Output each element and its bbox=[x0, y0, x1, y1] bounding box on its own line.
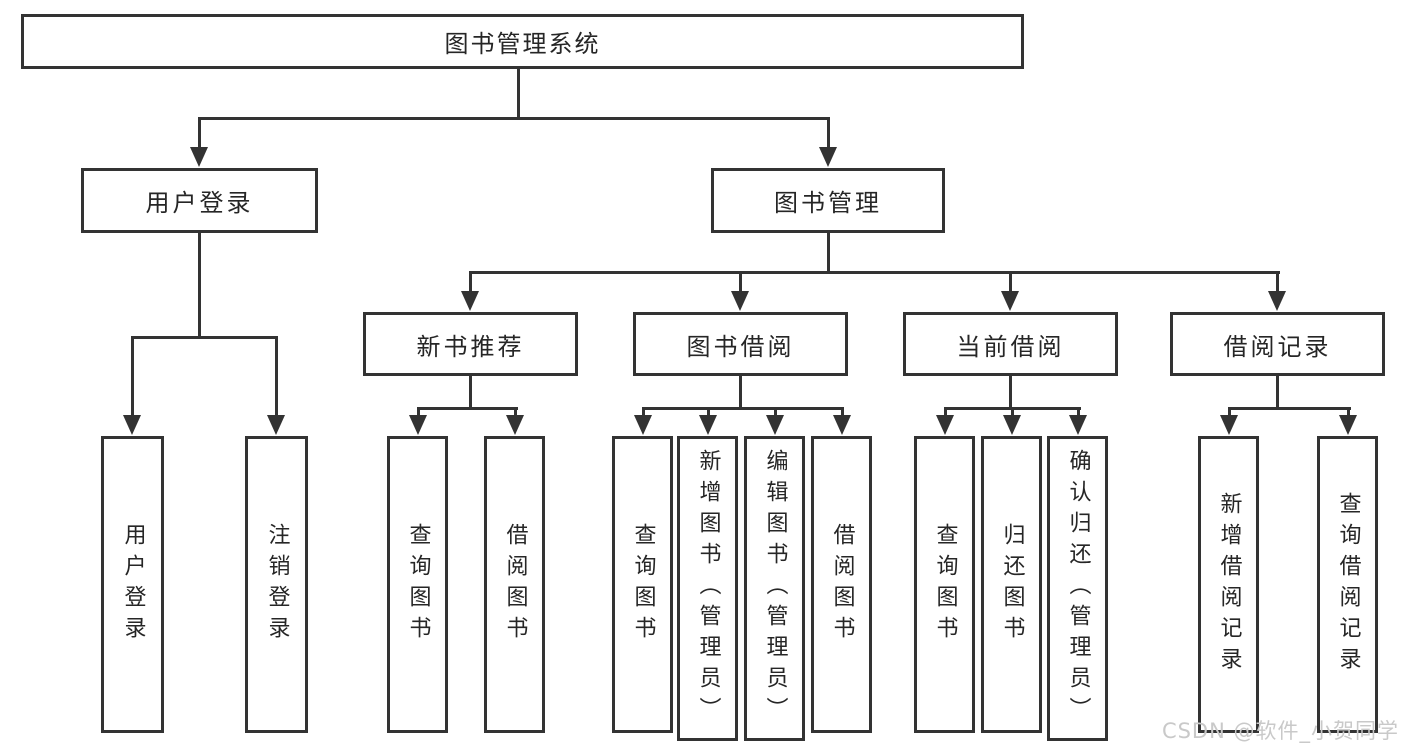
leaf-borrow-add-books-admin: 新增图书（管理员） bbox=[677, 436, 738, 741]
csdn-watermark: CSDN @软件_小贺同学 bbox=[1161, 719, 1399, 743]
leaf-label: 查询图书 bbox=[932, 522, 958, 647]
node-new-book-recommend: 新书推荐 bbox=[363, 312, 578, 376]
arrow-down-icon bbox=[1003, 415, 1021, 435]
node-book-borrowing: 图书借阅 bbox=[633, 312, 848, 376]
arrow-down-icon bbox=[766, 415, 784, 435]
connector-drop-leaf bbox=[841, 407, 844, 421]
leaf-label: 新增借阅记录 bbox=[1216, 491, 1242, 678]
leaf-borrow-borrow-books: 借阅图书 bbox=[811, 436, 872, 733]
connector-records-stem bbox=[1276, 375, 1279, 410]
leaf-current-query-books: 查询图书 bbox=[914, 436, 975, 733]
connector-borrow-stem bbox=[739, 375, 742, 410]
arrow-down-icon bbox=[1001, 291, 1019, 311]
leaf-records-add-record: 新增借阅记录 bbox=[1198, 436, 1259, 733]
leaf-user-login: 用户登录 bbox=[101, 436, 164, 733]
connector-newbook-bus bbox=[417, 407, 518, 410]
leaf-borrow-edit-books-admin: 编辑图书（管理员） bbox=[744, 436, 805, 741]
arrow-down-icon bbox=[267, 415, 285, 435]
leaf-label: 确认归还（管理员） bbox=[1065, 449, 1091, 728]
node-user-login: 用户登录 bbox=[81, 168, 318, 233]
connector-user-bus bbox=[131, 336, 278, 339]
node-borrow-records: 借阅记录 bbox=[1170, 312, 1385, 376]
connector-drop-book-mgmt bbox=[827, 117, 830, 152]
connector-drop-leaf bbox=[1347, 407, 1350, 421]
leaf-label: 借阅图书 bbox=[502, 522, 528, 647]
arrow-down-icon bbox=[409, 415, 427, 435]
connector-drop-user-login bbox=[198, 117, 201, 152]
connector-drop-l3 bbox=[469, 271, 472, 297]
connector-drop-l3 bbox=[1009, 271, 1012, 297]
connector-borrow-bus bbox=[642, 407, 843, 410]
arrow-down-icon bbox=[1220, 415, 1238, 435]
leaf-label: 查询借阅记录 bbox=[1335, 491, 1361, 678]
arrow-down-icon bbox=[699, 415, 717, 435]
connector-drop-leaf bbox=[1077, 407, 1080, 421]
leaf-label: 用户登录 bbox=[120, 522, 146, 647]
node-root: 图书管理系统 bbox=[21, 14, 1024, 69]
arrow-down-icon bbox=[1069, 415, 1087, 435]
arrow-down-icon bbox=[1339, 415, 1357, 435]
arrow-down-icon bbox=[461, 291, 479, 311]
arrow-down-icon bbox=[634, 415, 652, 435]
connector-drop-l3 bbox=[739, 271, 742, 297]
leaf-current-return-books: 归还图书 bbox=[981, 436, 1042, 733]
connector-root-stem bbox=[517, 68, 520, 120]
node-label: 新书推荐 bbox=[416, 332, 525, 361]
node-label: 图书借阅 bbox=[686, 332, 795, 361]
leaf-label: 查询图书 bbox=[405, 522, 431, 647]
connector-drop-leaf bbox=[417, 407, 420, 421]
connector-user-stem bbox=[198, 232, 201, 339]
leaf-borrow-query-books: 查询图书 bbox=[612, 436, 673, 733]
arrow-down-icon bbox=[936, 415, 954, 435]
connector-records-bus bbox=[1228, 407, 1351, 410]
arrow-down-icon bbox=[833, 415, 851, 435]
leaf-label: 借阅图书 bbox=[829, 522, 855, 647]
connector-drop-leaf bbox=[707, 407, 710, 421]
leaf-current-confirm-return-admin: 确认归还（管理员） bbox=[1047, 436, 1108, 741]
leaf-newbook-borrow-books: 借阅图书 bbox=[484, 436, 545, 733]
node-label: 用户登录 bbox=[145, 189, 254, 217]
leaf-label: 注销登录 bbox=[264, 522, 290, 647]
connector-drop-leaf bbox=[642, 407, 645, 421]
leaf-label: 编辑图书（管理员） bbox=[762, 449, 788, 728]
leaf-label: 归还图书 bbox=[999, 522, 1025, 647]
connector-drop-l3 bbox=[1276, 271, 1279, 297]
connector-drop-leaf bbox=[131, 336, 134, 421]
arrow-down-icon bbox=[506, 415, 524, 435]
node-label: 当前借阅 bbox=[956, 332, 1065, 361]
connector-drop-leaf bbox=[1011, 407, 1014, 421]
connector-mgmt-stem bbox=[827, 232, 830, 274]
leaf-logout: 注销登录 bbox=[245, 436, 308, 733]
connector-drop-leaf bbox=[1228, 407, 1231, 421]
connector-root-bus bbox=[198, 117, 830, 120]
connector-drop-leaf bbox=[944, 407, 947, 421]
arrow-down-icon bbox=[123, 415, 141, 435]
node-current-borrowing: 当前借阅 bbox=[903, 312, 1118, 376]
connector-drop-leaf bbox=[514, 407, 517, 421]
connector-newbook-stem bbox=[469, 375, 472, 410]
arrow-down-icon bbox=[190, 147, 208, 167]
node-label: 图书管理 bbox=[774, 189, 882, 217]
leaf-label: 查询图书 bbox=[630, 522, 656, 647]
arrow-down-icon bbox=[731, 291, 749, 311]
connector-drop-leaf bbox=[275, 336, 278, 421]
connector-current-stem bbox=[1009, 375, 1012, 410]
arrow-down-icon bbox=[819, 147, 837, 167]
arrow-down-icon bbox=[1268, 291, 1286, 311]
leaf-records-query-record: 查询借阅记录 bbox=[1317, 436, 1378, 733]
node-root-label: 图书管理系统 bbox=[444, 30, 601, 58]
node-book-management: 图书管理 bbox=[711, 168, 945, 233]
leaf-label: 新增图书（管理员） bbox=[695, 449, 721, 728]
node-label: 借阅记录 bbox=[1223, 332, 1332, 361]
connector-mgmt-bus bbox=[469, 271, 1280, 274]
leaf-newbook-query-books: 查询图书 bbox=[387, 436, 448, 733]
connector-drop-leaf bbox=[774, 407, 777, 421]
